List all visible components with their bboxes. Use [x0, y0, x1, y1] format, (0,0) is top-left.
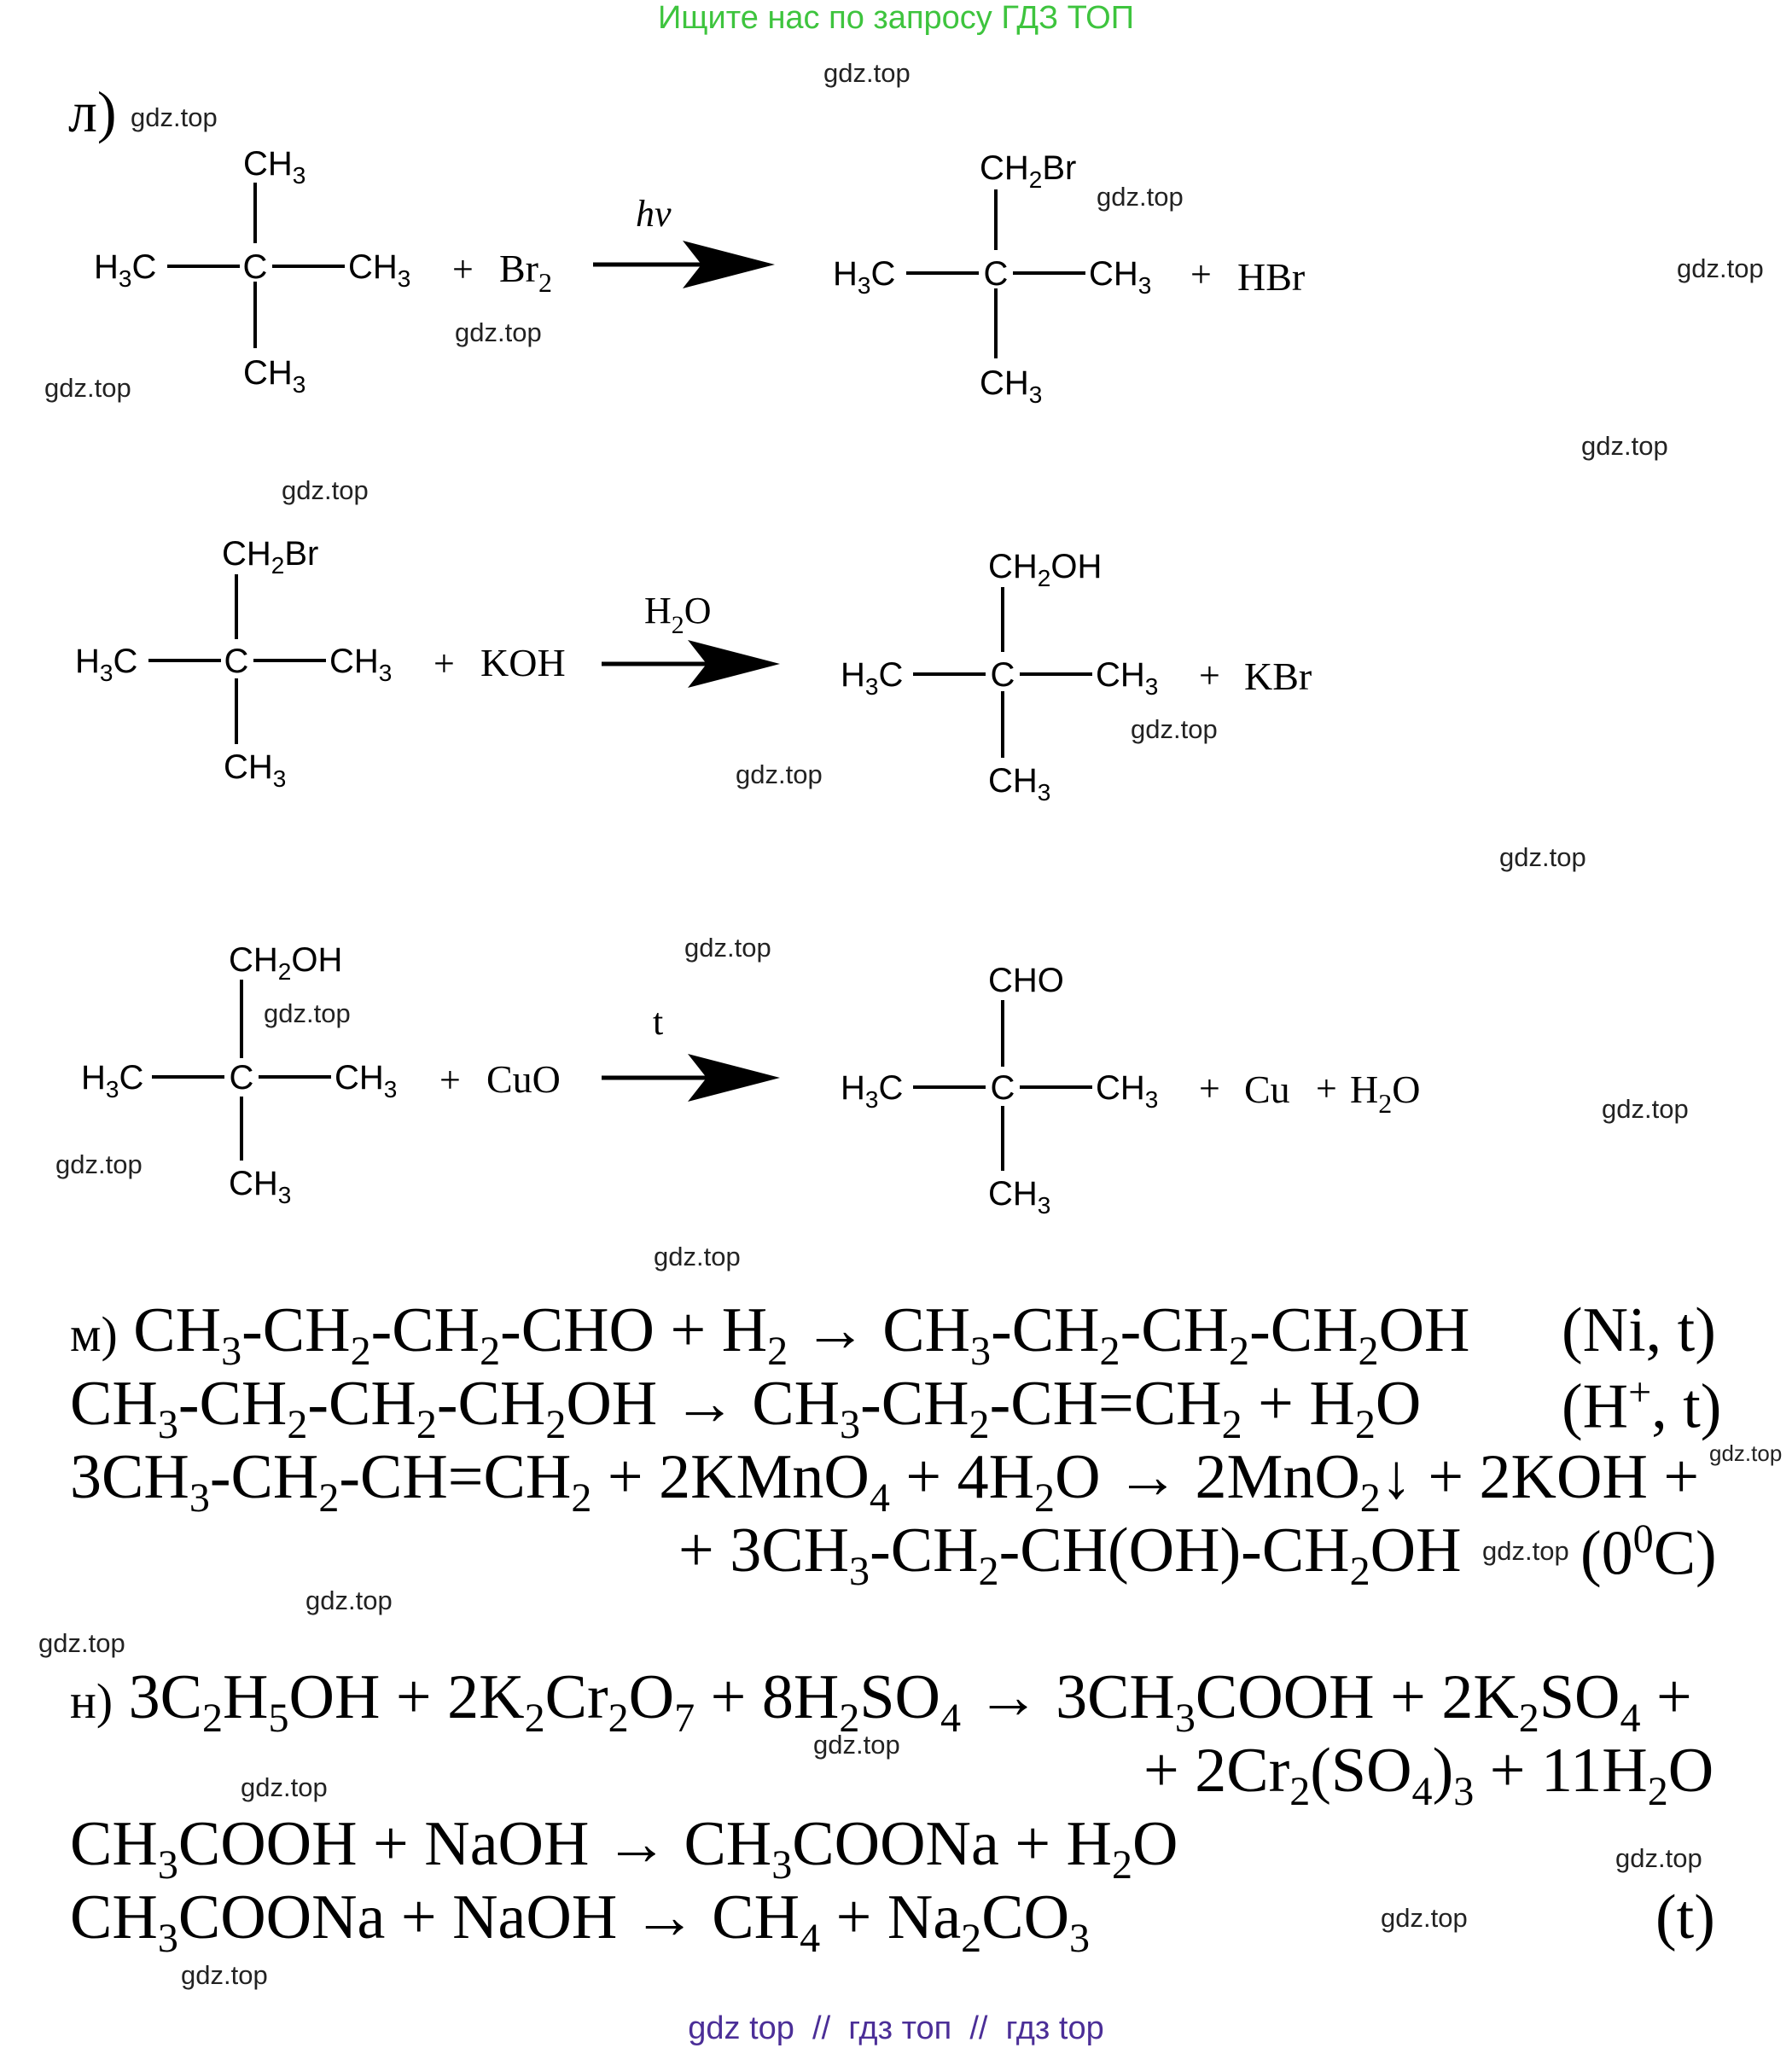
watermark: gdz.top [823, 58, 911, 88]
r1-product-top-group: CH2Br [980, 149, 1076, 193]
r2-arrow [688, 640, 780, 688]
r2-plus-2: + [1199, 655, 1220, 696]
watermark: gdz.top [131, 102, 218, 132]
watermark: gdz.top [264, 998, 351, 1028]
section-label-n: н) [70, 1675, 113, 1729]
m-eq1-line: м) CH3-CH2-CH2-CHO + H2 → CH3-CH2-CH2-CH… [70, 1295, 1470, 1374]
r2-right-group: CH3 [329, 643, 392, 686]
r3-condition: t [653, 1001, 663, 1043]
r3-arrow [688, 1054, 780, 1102]
n-eq3-condition: (t) [1655, 1882, 1715, 1952]
m-eq3b-line: + 3CH3-CH2-CH(OH)-CH2OH [678, 1516, 1462, 1594]
r1-right-group: CH3 [348, 248, 410, 292]
r3-bottom-group: CH3 [229, 1165, 291, 1208]
watermark: gdz.top [181, 1960, 268, 1990]
r2-product-left-group: H3C [841, 656, 903, 700]
watermark: gdz.top [282, 475, 369, 505]
r2-bottom-group: CH3 [224, 748, 286, 792]
watermark: gdz.top [813, 1730, 900, 1760]
watermark: gdz.top [44, 373, 131, 403]
watermark: gdz.top [1381, 1903, 1468, 1933]
r3-product-center-atom: C [991, 1069, 1015, 1107]
watermark: gdz.top [38, 1628, 125, 1658]
structural-formulas: CH3 H3C C CH3 CH3 + Br2 hv CH2Br H3C C C… [75, 145, 1420, 1219]
r1-bottom-group: CH3 [243, 354, 305, 398]
r1-byproduct: HBr [1237, 255, 1305, 299]
reaction-3: CH2OH H3C C CH3 CH3 + CuO t CHO H3C C CH… [81, 941, 1420, 1219]
r3-center-atom: C [230, 1059, 254, 1097]
r1-plus-2: + [1190, 253, 1212, 295]
m-eq3-condition: (00C) [1580, 1516, 1717, 1589]
section-label-m: м) [70, 1308, 118, 1362]
r1-condition: hv [636, 193, 672, 235]
n-eq1b-line: + 2Cr2(SO4)3 + 11H2O [1143, 1736, 1714, 1814]
footer-text: gdz top // гдз топ // гдз top [688, 2010, 1104, 2046]
watermark: gdz.top [1482, 1536, 1569, 1566]
watermark: gdz.top [55, 1149, 143, 1179]
watermark: gdz.top [654, 1242, 741, 1271]
r3-product-left-group: H3C [841, 1069, 903, 1113]
r1-left-group: H3C [94, 248, 156, 292]
m-eq2-line: CH3-CH2-CH2-CH2OH → CH3-CH2-CH=CH2 + H2O [70, 1369, 1422, 1447]
watermark: gdz.top [1097, 182, 1184, 212]
r1-product-right-group: CH3 [1089, 255, 1151, 299]
m-eq2-condition: (H+, t) [1562, 1370, 1722, 1442]
top-banner: Ищите нас по запросу ГДЗ ТОП [657, 0, 1135, 36]
watermark: gdz.top [1581, 431, 1668, 461]
watermark: gdz.top [1615, 1843, 1702, 1873]
r2-byproduct: KBr [1244, 655, 1312, 698]
r3-top-group: CH2OH [229, 941, 342, 985]
r1-plus-1: + [452, 248, 474, 290]
r3-plus-2: + [1199, 1068, 1220, 1109]
r2-top-group: CH2Br [222, 535, 318, 579]
m-eq1-condition: (Ni, t) [1562, 1295, 1716, 1365]
watermark: gdz.top [1709, 1440, 1783, 1466]
r3-reagent: CuO [486, 1057, 561, 1101]
r3-product-top-group: CHO [988, 962, 1064, 999]
m-eq3-line: 3CH3-CH2-CH=CH2 + 2KMnO4 + 4H2O → 2MnO2↓… [70, 1442, 1700, 1521]
r3-byproduct-cu: Cu [1244, 1068, 1290, 1111]
r3-plus-1: + [439, 1059, 461, 1101]
watermark: gdz.top [455, 317, 542, 347]
watermark: gdz.top [1677, 253, 1764, 283]
r1-product-bottom-group: CH3 [980, 364, 1042, 408]
r1-reagent: Br2 [499, 247, 552, 298]
r3-right-group: CH3 [335, 1059, 397, 1103]
watermark: gdz.top [1602, 1094, 1689, 1124]
r3-product-right-group: CH3 [1096, 1069, 1158, 1113]
r2-reagent: KOH [480, 641, 566, 684]
watermark: gdz.top [241, 1772, 328, 1802]
watermark: gdz.top [684, 933, 771, 963]
r2-left-group: H3C [75, 643, 137, 686]
r3-product-bottom-group: CH3 [988, 1175, 1050, 1219]
r1-product-center-atom: C [984, 255, 1009, 293]
r1-product-left-group: H3C [833, 255, 895, 299]
n-eq2-line: CH3COOH + NaOH → CH3COONa + H2O [70, 1809, 1178, 1888]
r2-center-atom: C [224, 643, 249, 680]
section-label-l: л) [68, 79, 117, 144]
watermark: gdz.top [1499, 842, 1586, 872]
r1-arrow [683, 241, 775, 288]
r2-condition: H2O [644, 590, 712, 639]
watermark: gdz.top [736, 759, 823, 789]
r3-plus-3: + [1316, 1068, 1337, 1109]
r1-center-atom: C [243, 248, 268, 286]
r2-product-right-group: CH3 [1096, 656, 1158, 700]
r2-product-bottom-group: CH3 [988, 762, 1050, 806]
watermark: gdz.top [1131, 714, 1218, 744]
r3-left-group: H3C [81, 1059, 143, 1103]
watermark: gdz.top [305, 1585, 393, 1615]
r1-top-group: CH3 [243, 145, 305, 189]
reaction-2: CH2Br H3C C CH3 CH3 + KOH H2O CH2OH H3C … [75, 535, 1312, 806]
r2-plus-1: + [433, 643, 455, 684]
r3-byproduct-water: H2O [1350, 1068, 1420, 1119]
n-eq3-line: CH3COONa + NaOH → CH4 + Na2CO3 [70, 1882, 1091, 1961]
n-eq1-line: н) 3C2H5OH + 2K2Cr2O7 + 8H2SO4 → 3CH3COO… [70, 1662, 1692, 1741]
r2-product-center-atom: C [991, 656, 1015, 694]
r2-product-top-group: CH2OH [988, 548, 1102, 591]
